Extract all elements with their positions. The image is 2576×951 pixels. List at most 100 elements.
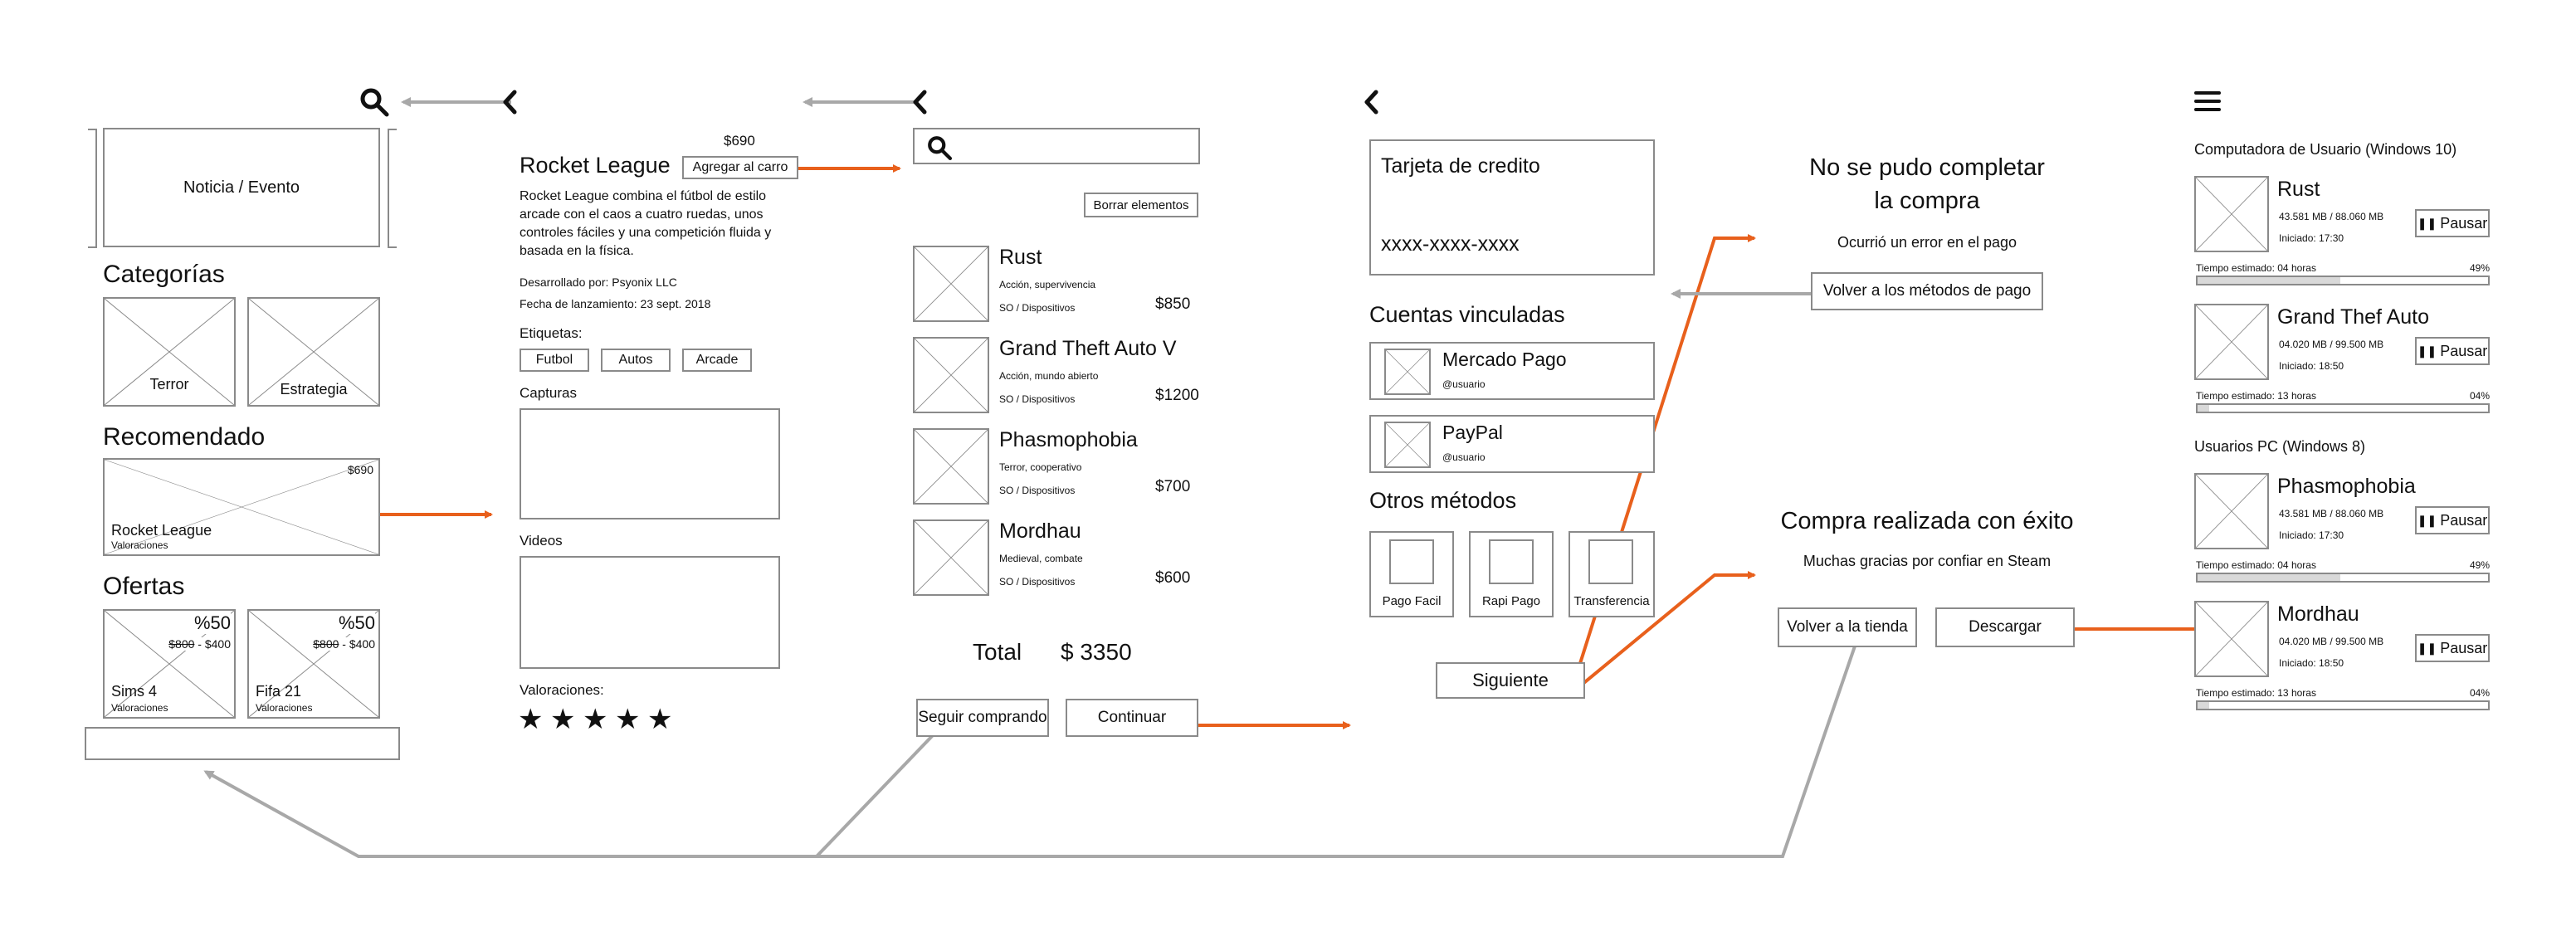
method-rapi-pago[interactable]: Rapi Pago	[1469, 531, 1554, 617]
back-to-payment-methods-button[interactable]: Volver a los métodos de pago	[1811, 272, 2043, 310]
carousel-next-edge[interactable]	[385, 128, 402, 249]
method-label: Rapi Pago	[1481, 594, 1541, 608]
news-banner-label: Noticia / Evento	[183, 178, 300, 197]
pause-button[interactable]: ❚❚Pausar	[2415, 506, 2490, 534]
category-label: Terror	[149, 376, 189, 393]
category-card[interactable]: Estrategia	[247, 297, 380, 407]
arrow-back-to-home	[203, 732, 936, 858]
download-button[interactable]: Descargar	[1935, 607, 2075, 647]
image-placeholder-icon	[1386, 423, 1429, 466]
arrow-next-to-error	[1575, 234, 1756, 675]
detail-price: $690	[724, 133, 755, 149]
screenshots-gallery[interactable]	[520, 408, 780, 519]
pause-label: Pausar	[2440, 639, 2488, 656]
pause-button[interactable]: ❚❚Pausar	[2415, 209, 2490, 237]
detail-title: Rocket League	[520, 153, 671, 178]
videos-gallery[interactable]	[520, 556, 780, 669]
download-percent: 49%	[2469, 262, 2490, 274]
download-progress-bar	[2196, 403, 2490, 413]
linked-account-mercadopago[interactable]: Mercado Pago @usuario	[1369, 342, 1655, 400]
image-placeholder-icon	[915, 521, 988, 594]
download-progress-bar	[2196, 700, 2490, 710]
download-eta: Tiempo estimado: 04 horas	[2196, 559, 2316, 571]
keep-shopping-button[interactable]: Seguir comprando	[916, 699, 1049, 737]
news-banner[interactable]: Noticia / Evento	[103, 128, 380, 247]
game-thumbnail	[2194, 473, 2269, 549]
offer-card[interactable]: %50 $800 - $400 Fifa 21 Valoraciones	[247, 609, 380, 719]
carousel-prev-edge[interactable]	[83, 128, 100, 249]
offer-name: Fifa 21	[256, 683, 302, 700]
game-thumbnail	[2194, 304, 2269, 380]
pause-button[interactable]: ❚❚Pausar	[2415, 634, 2490, 662]
method-transferencia[interactable]: Transferencia	[1569, 531, 1655, 617]
game-thumbnail	[913, 337, 989, 413]
category-card[interactable]: Terror	[103, 297, 236, 407]
tag-chip[interactable]: Futbol	[520, 349, 589, 372]
offer-name: Sims 4	[111, 683, 158, 700]
error-title-line2: la compra	[1874, 188, 1980, 214]
pause-label: Pausar	[2440, 342, 2488, 359]
recommended-title: Recomendado	[103, 423, 266, 451]
search-icon[interactable]	[359, 86, 392, 119]
add-to-cart-button[interactable]: Agregar al carro	[682, 156, 798, 179]
pause-label: Pausar	[2440, 511, 2488, 529]
method-pago-facil[interactable]: Pago Facil	[1369, 531, 1454, 617]
credit-card-number: xxxx-xxxx-xxxx	[1381, 232, 1520, 256]
star-icon[interactable]: ★	[550, 704, 576, 735]
category-label: Estrategia	[280, 381, 348, 397]
cart-search-input[interactable]	[913, 128, 1200, 164]
cart-item-price: $600	[1155, 569, 1191, 587]
detail-release-date: Fecha de lanzamiento: 23 sept. 2018	[520, 297, 711, 310]
download-started: Iniciado: 17:30	[2279, 232, 2344, 244]
cart-item-genre: Terror, cooperativo	[999, 461, 1082, 473]
credit-card-option[interactable]: Tarjeta de credito xxxx-xxxx-xxxx	[1369, 139, 1655, 276]
cart-item-os: SO / Dispositivos	[999, 576, 1076, 588]
linked-account-name: Mercado Pago	[1442, 349, 1567, 370]
star-icon[interactable]: ★	[615, 704, 641, 735]
categories-title: Categorías	[103, 261, 225, 288]
back-chevron-icon[interactable]	[501, 90, 520, 115]
back-chevron-icon[interactable]	[911, 90, 929, 115]
recommended-card[interactable]: $690 Rocket League Valoraciones	[103, 458, 380, 556]
offer-rating: Valoraciones	[256, 702, 313, 714]
linked-account-paypal[interactable]: PayPal @usuario	[1369, 415, 1655, 473]
search-icon	[928, 136, 953, 161]
image-placeholder-icon	[1386, 350, 1429, 393]
cart-item-price: $700	[1155, 478, 1191, 495]
download-eta: Tiempo estimado: 13 horas	[2196, 390, 2316, 402]
star-icon[interactable]: ★	[518, 704, 544, 735]
back-to-store-button[interactable]: Volver a la tienda	[1778, 607, 1917, 647]
offers-title: Ofertas	[103, 573, 185, 600]
continue-button[interactable]: Continuar	[1066, 699, 1198, 737]
linked-account-user: @usuario	[1442, 378, 1486, 390]
offer-card[interactable]: %50 $800 - $400 Sims 4 Valoraciones	[103, 609, 236, 719]
star-icon[interactable]: ★	[583, 704, 608, 735]
image-placeholder-icon	[915, 339, 988, 412]
cart-item-price: $1200	[1155, 387, 1199, 404]
success-title: Compra realizada con éxito	[1780, 508, 2074, 534]
recommended-name: Rocket League	[111, 522, 212, 539]
cart-item-price: $850	[1155, 295, 1191, 313]
tag-chip[interactable]: Arcade	[682, 349, 752, 372]
ratings-title: Valoraciones:	[520, 682, 604, 698]
bottom-nav-bar[interactable]	[85, 727, 400, 760]
download-name: Mordhau	[2277, 602, 2359, 626]
image-placeholder-icon	[105, 299, 234, 405]
cart-item-name: Phasmophobia	[999, 428, 1138, 451]
arrow-next-to-success	[1575, 571, 1756, 690]
hamburger-menu-icon[interactable]	[2194, 90, 2221, 113]
download-started: Iniciado: 17:30	[2279, 529, 2344, 541]
game-thumbnail	[913, 428, 989, 505]
pause-icon: ❚❚	[2417, 216, 2437, 230]
star-icon[interactable]: ★	[647, 704, 673, 735]
download-name: Grand Thef Auto	[2277, 305, 2429, 329]
next-button[interactable]: Siguiente	[1436, 662, 1585, 699]
offer-discount: %50	[193, 612, 231, 634]
cart-item-genre: Acción, supervivencia	[999, 279, 1096, 290]
back-chevron-icon[interactable]	[1363, 90, 1381, 115]
pause-button[interactable]: ❚❚Pausar	[2415, 337, 2490, 365]
clear-cart-button[interactable]: Borrar elementos	[1084, 193, 1198, 217]
success-message: Muchas gracias por confiar en Steam	[1803, 553, 2052, 569]
tag-chip[interactable]: Autos	[601, 349, 671, 372]
